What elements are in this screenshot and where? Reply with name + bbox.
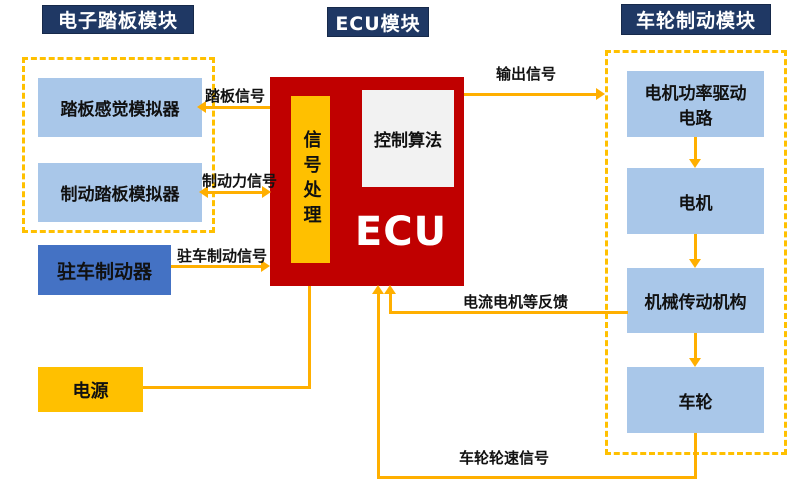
pedal-signal-line (205, 106, 270, 109)
transmission-to-wheel-line (694, 333, 697, 360)
output-signal-label: 输出信号 (496, 65, 557, 83)
wheel-speed-drop-line (694, 433, 697, 479)
node-control-algorithm: 控制算法 (362, 90, 454, 187)
parking-brake-signal-line (171, 265, 263, 268)
parking-brake-signal-arrowhead-icon (261, 260, 270, 272)
node-brake-pedal-simulator: 制动踏板模拟器 (38, 163, 202, 222)
power-horizontal-line (143, 386, 311, 389)
motor-to-transmission-arrowhead-icon (689, 259, 701, 268)
title-wheel-brake-module: 车轮制动模块 (621, 4, 771, 35)
brake-force-signal-label: 制动力信号 (202, 172, 278, 190)
node-wheel: 车轮 (627, 367, 764, 433)
brake-force-right-arrowhead-icon (262, 186, 271, 198)
title-ecu-module: ECU模块 (327, 7, 429, 37)
wheel-speed-arrowhead-icon (372, 285, 384, 294)
node-motor-drive-circuit: 电机功率驱动电路 (627, 71, 764, 137)
parking-brake-signal-label: 驻车制动信号 (177, 247, 268, 265)
pedal-signal-label: 踏板信号 (205, 87, 266, 105)
node-signal-processing: 信号处理 (291, 96, 330, 263)
node-motor: 电机 (627, 168, 764, 234)
wheel-speed-vertical-line (377, 291, 380, 479)
brake-force-left-arrowhead-icon (199, 186, 208, 198)
pedal-signal-arrowhead-icon (197, 101, 206, 113)
node-power-supply: 电源 (38, 367, 143, 412)
ecu-label: ECU (354, 209, 448, 255)
title-pedal-module: 电子踏板模块 (42, 5, 194, 34)
output-signal-line (464, 93, 598, 96)
node-ecu: 信号处理 控制算法 ECU (270, 77, 464, 286)
node-mechanical-transmission: 机械传动机构 (627, 268, 764, 333)
motor-to-transmission-line (694, 234, 697, 261)
transmission-to-wheel-arrowhead-icon (689, 358, 701, 367)
output-signal-arrowhead-icon (596, 88, 605, 100)
wheel-speed-signal-label: 车轮轮速信号 (459, 449, 550, 467)
feedback-vertical-line (389, 291, 392, 314)
wheel-speed-horizontal-line (377, 476, 697, 479)
feedback-horizontal-line (389, 311, 628, 314)
node-pedal-feel-simulator: 踏板感觉模拟器 (38, 78, 202, 137)
pedal-module-group-border (22, 57, 215, 233)
drive-to-motor-line (694, 137, 697, 162)
power-vertical-line (308, 286, 311, 389)
feedback-arrowhead-icon (384, 285, 396, 294)
node-parking-brake: 驻车制动器 (38, 245, 171, 295)
feedback-label: 电流电机等反馈 (463, 293, 569, 311)
brake-force-signal-line (207, 191, 264, 194)
drive-to-motor-arrowhead-icon (689, 159, 701, 168)
